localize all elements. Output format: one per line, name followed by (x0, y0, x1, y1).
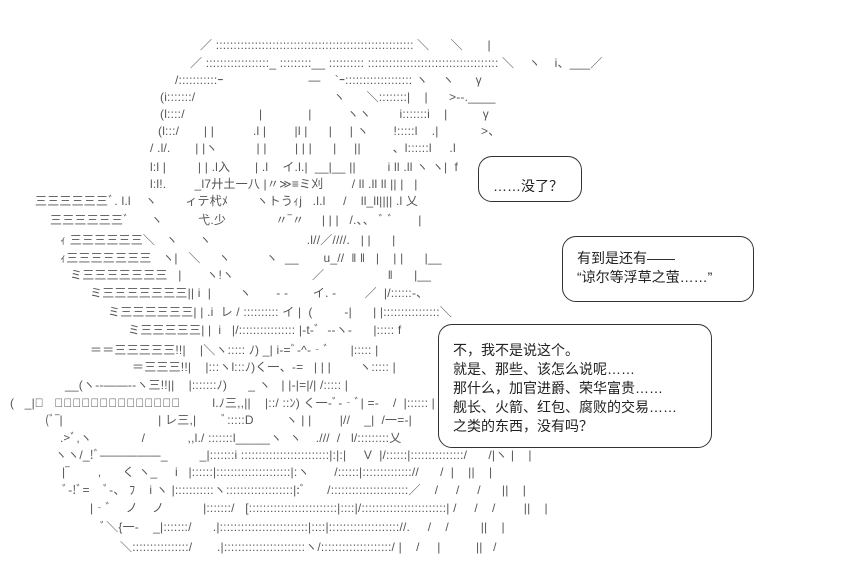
art-line: /:::::::::::ｰ ― `ｰ::::::::::::::::::: ヽ … (175, 73, 482, 87)
art-line: ミ三三三三三三三 | ヽ!ヽ ／ ‖ |__ (70, 268, 432, 282)
art-line: (l:::/ | | .l | |l | | | ヽ !:::::l .| >、 (158, 124, 501, 138)
art-line: l:l | | | .l入 | .l イ.l.| __|__ || i ll .… (150, 160, 458, 174)
art-line: ｨ 三三三三三三＼ ヽ ヽ .l//／////. | | | (60, 233, 396, 247)
art-line: (ﾞ‾| | レ三,| ﾞ:::::D ヽ | | |// _| /一=‐| (45, 413, 412, 427)
bubble-text-line: 舰长、火箭、红包、腐败的交易…… (453, 399, 677, 415)
bubble-text-line: 之类的东西，没有吗？ (453, 418, 593, 434)
art-line: ミ三三三三三三三|| i | ヽ ‐ ‐ イ. ‐ ／ |/::::::‐、 (90, 286, 429, 300)
bubble-text-line: 有到是还有—— (577, 250, 675, 266)
art-line: ／ ::::::::::::::::::::::::::::::::::::::… (200, 38, 491, 52)
art-line: 三三三三三三ﾞ. l.l ヽ ィテ杙ﾒ ヽトうｨj .l.l / ll_ll||… (35, 194, 419, 208)
art-line: |‐ﾞ ノ ノ |:::::::/ [:::::::::::::::::::::… (90, 501, 548, 515)
art-line: .>ﾞ,ヽ / ,,l./ :::::::l_____ヽ ヽ ./// / l/… (60, 431, 402, 445)
art-line: ＝三三三!!| |:::ヽl:::ﾉ)く一、‐= | | | ヽ::::: | (132, 360, 396, 374)
art-line: ミ三三三三三| | i |/:::::::::::::::: |-t-ﾞ ‐‐ヽ… (128, 323, 402, 337)
art-line: l:l!. _l7廾土一八 |〃≫≡ミ刈 / ll .ll ll || | | (150, 177, 418, 191)
art-line: ＝＝三三三三三!!| |＼ヽ::::: ﾉ) _| i‐=ﾞ‐^‐‐ﾞ |:::… (90, 343, 379, 357)
art-line: ヽヽ/_!ﾞ―――――_ _|:::::::i ::::::::::::::::… (55, 448, 532, 462)
art-line: ／ ::::::::::::::::::_ :::::::::__ ::::::… (190, 56, 603, 70)
art-line: |‾ , く ヽ_ i |::::::|::::::::::::::::::::… (62, 465, 493, 479)
art-line: __(ヽ‐‐――‐‐ヽ三!!|| |:::::::ﾉ) _ ヽ | |‐|=|/… (65, 378, 349, 392)
speech-bubble-1: ……没了？ (478, 156, 582, 202)
art-line: (l::::/ | | ヽヽ i:::::::i | γ (160, 107, 489, 121)
art-line: ｨ三三三三三三三 ヽ| ＼ ヽ ヽ __ u_// ‖ ‖ | | | |__ (60, 251, 442, 265)
speech-bubble-3: 不，我不是说这个。 就是、那些、该怎么说呢…… 那什么，加官进爵、荣华富贵…… … (438, 324, 712, 448)
art-line: / .l/. | |ヽ | | | | | | || 、l::::::l .l (150, 141, 456, 155)
bubble-text-line: 那什么，加官进爵、荣华富贵…… (453, 380, 663, 396)
art-line: (i:::::::/ ヽ ＼::::::::| | >‐-.____ (160, 90, 496, 104)
bubble-text-line: “谅尔等浮草之萤……” (577, 269, 713, 285)
art-line: ﾞ‐!ﾞ= ﾞ‐、 ﾌ i ヽ |:::::::::::ヽ:::::::::::… (62, 483, 527, 497)
art-line: 三三三三三三ﾞ ヽ 弋.少 〃‾〃 | | | /.、、 ﾞ ﾞ | (50, 213, 422, 227)
art-line: ﾞ＼{一‐ _|:::::::/ .|:::::::::::::::::::::… (100, 520, 505, 534)
art-line: ミ三三三三三三| | .i レ / :::::::::: イ | ( ‐| | … (108, 305, 452, 319)
bubble-text-line: 就是、那些、该怎么说呢…… (453, 361, 635, 377)
bubble-text-line: 不，我不是说这个。 (453, 342, 579, 358)
art-line: ＼::::::::::::::::/ .|:::::::::::::::::::… (120, 540, 497, 554)
speech-bubble-2: 有到是还有—— “谅尔等浮草之萤……” (562, 236, 754, 302)
bubble-text-line: ……没了？ (493, 178, 563, 194)
art-line: ( _|ﾞ ﾞﾞﾞﾞﾞﾞﾞﾞﾞﾞﾞﾞﾞﾞ l.ﾉ三,,|| |::/ ::ﾝ) … (9, 396, 435, 410)
